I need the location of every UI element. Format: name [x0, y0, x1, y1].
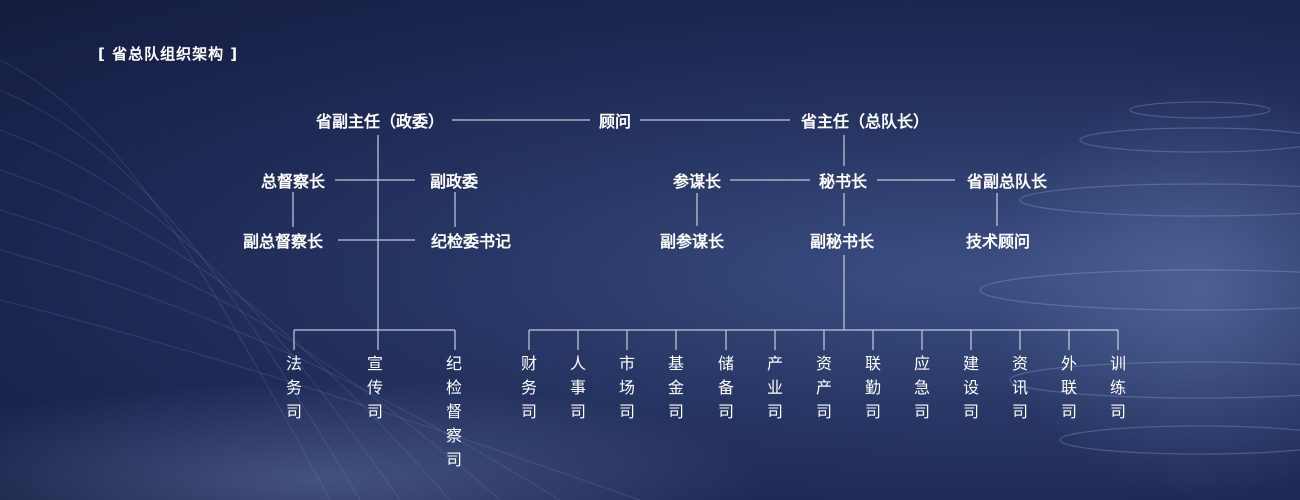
dept-emergency: 应急司	[913, 354, 930, 421]
dept-market: 市场司	[618, 354, 635, 421]
node-vice-director: 省副主任（政委）	[315, 112, 445, 131]
dept-logistics: 联勤司	[864, 354, 881, 421]
node-advisor: 顾问	[598, 112, 632, 131]
node-deputy-secretary-general: 副秘书长	[809, 232, 875, 251]
dept-industry: 产业司	[766, 354, 783, 421]
node-chief-inspector: 总督察长	[260, 172, 326, 191]
chart-title: [ 省总队组织架构 ]	[98, 45, 239, 63]
node-deputy-captain: 省副总队长	[966, 172, 1048, 191]
dept-assets: 资产司	[815, 354, 832, 421]
dept-legal: 法务司	[285, 354, 302, 421]
dept-fund: 基金司	[667, 354, 684, 421]
dept-personnel: 人事司	[569, 354, 586, 421]
node-vice-commissar: 副政委	[429, 172, 479, 191]
dept-publicity: 宣传司	[366, 354, 383, 421]
node-director: 省主任（总队长）	[800, 112, 930, 131]
node-deputy-chief-of-staff: 副参谋长	[659, 232, 725, 251]
dept-finance: 财务司	[520, 354, 537, 421]
dept-training: 训练司	[1109, 354, 1126, 421]
node-chief-of-staff: 参谋长	[672, 172, 722, 191]
dept-reserve: 储备司	[717, 354, 734, 421]
dept-construction: 建设司	[962, 354, 979, 421]
node-discipline-secretary: 纪检委书记	[430, 232, 512, 251]
dept-external-relations: 外联司	[1060, 354, 1077, 421]
node-tech-advisor: 技术顾问	[965, 232, 1031, 251]
dept-discipline-inspection: 纪检督察司	[445, 354, 462, 469]
node-secretary-general: 秘书长	[818, 172, 868, 191]
node-deputy-chief-inspector: 副总督察长	[242, 232, 324, 251]
dept-information: 资讯司	[1011, 354, 1028, 421]
